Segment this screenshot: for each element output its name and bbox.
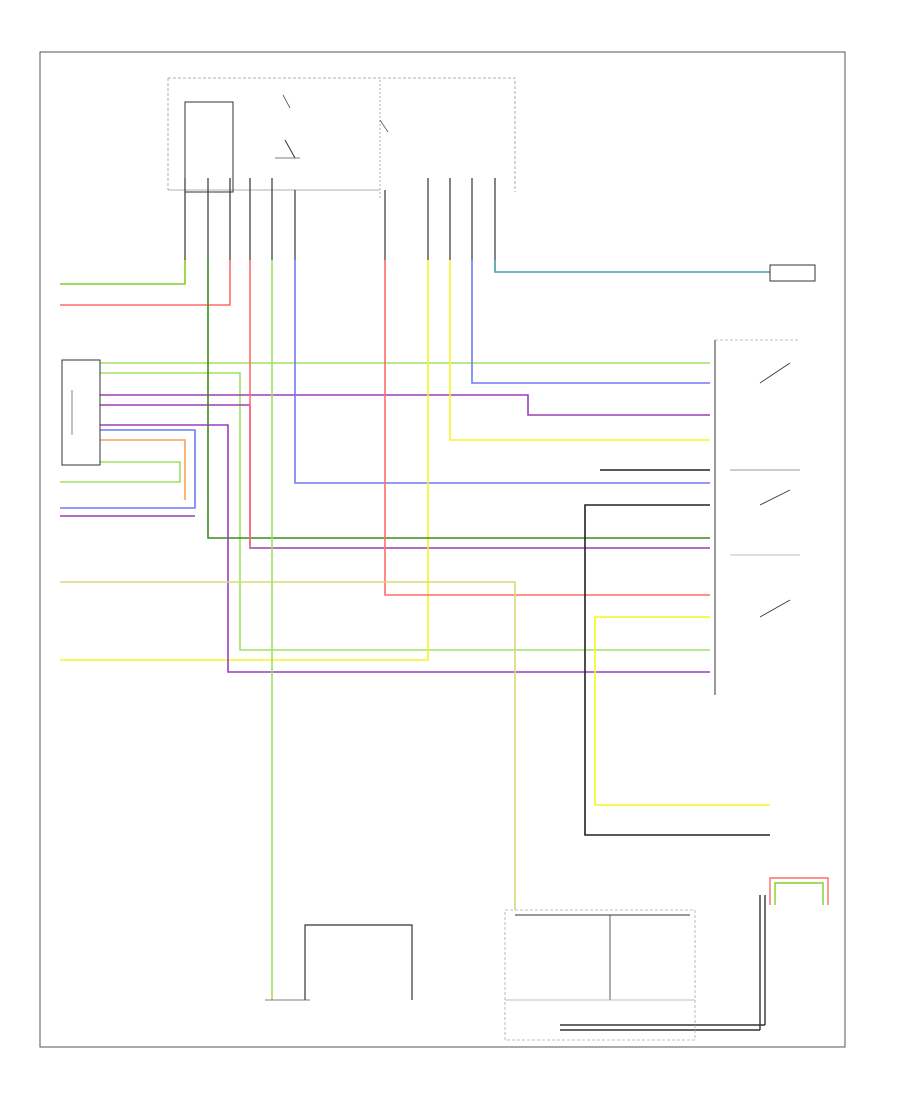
- wire-purple-bus-1: [100, 394, 710, 416]
- wire-blue-left: [60, 429, 196, 509]
- wire-red-upper-left: [60, 260, 231, 306]
- top-control-module: [167, 77, 516, 200]
- wire-purple-bus-1b: [100, 404, 710, 549]
- wire-yellow-green-bus: [60, 581, 516, 910]
- wire-teal-upper: [494, 260, 770, 273]
- wire-black-right: [584, 504, 770, 836]
- wire-yellow-bus-2: [449, 260, 710, 441]
- top-pin-stubs: [184, 178, 496, 260]
- right-small-connector: [769, 264, 816, 282]
- wire-green-upper-left: [60, 260, 186, 285]
- wire-yellow-bus: [60, 260, 429, 661]
- wire-red-bus: [384, 260, 710, 596]
- bottom-control-module: [504, 909, 696, 1041]
- wire-dark-green-bus: [207, 260, 710, 539]
- right-relay-module: [714, 339, 800, 695]
- sensor-connector: [560, 877, 829, 1031]
- wire-harness: [60, 260, 770, 1000]
- wire-blue-bus-2: [471, 260, 710, 384]
- wire-orange-left: [100, 439, 186, 500]
- wire-green-bus-2: [100, 372, 710, 651]
- wire-purple-bus-2: [100, 424, 710, 673]
- wire-green-left-2: [60, 461, 181, 483]
- wire-yellow-lower: [594, 616, 770, 806]
- bottom-switch: [265, 924, 413, 1001]
- left-connector: [61, 359, 101, 466]
- diagram-frame: [39, 51, 846, 1048]
- wire-blue-bus: [294, 260, 710, 484]
